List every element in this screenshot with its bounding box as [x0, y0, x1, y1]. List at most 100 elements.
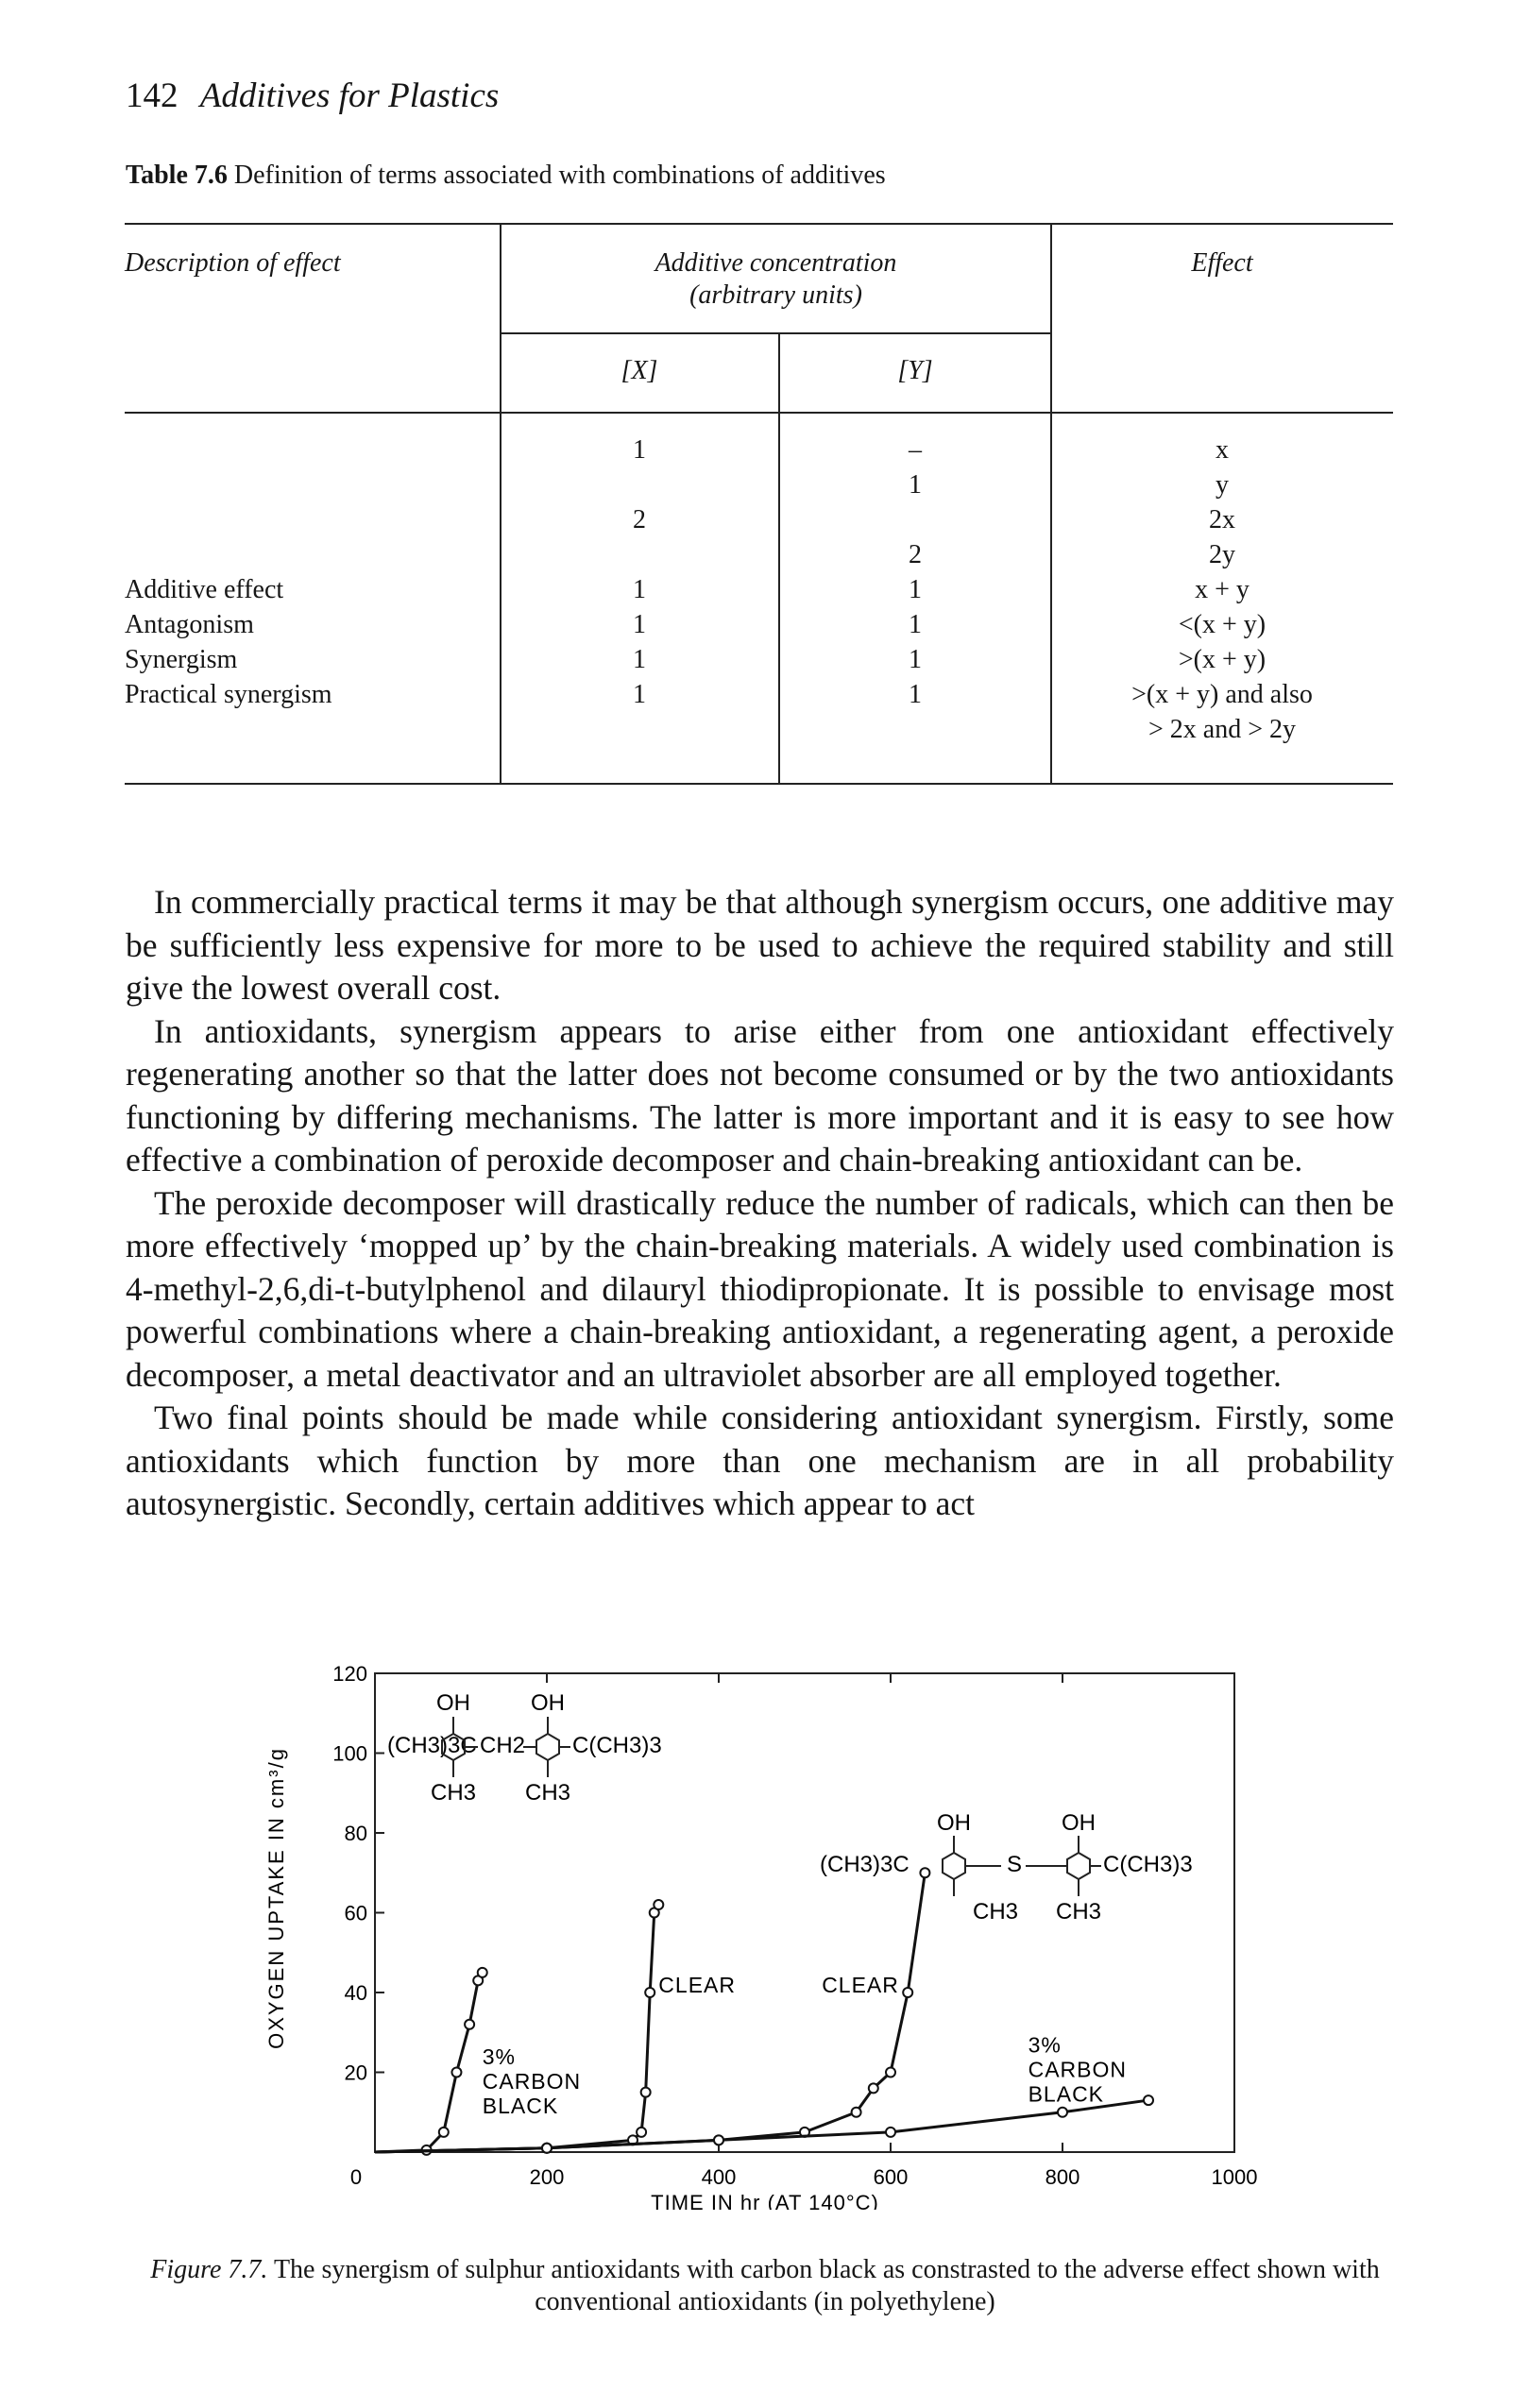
structure1-ch3-left: CH3 — [431, 1780, 476, 1806]
page-number: 142 — [126, 76, 178, 115]
header-effect: Effect — [1191, 248, 1253, 278]
table-cell — [125, 537, 498, 572]
curve-label: 3% — [483, 2044, 516, 2069]
curve-label: CLEAR — [822, 1973, 899, 1997]
x-tick-label: 0 — [350, 2165, 362, 2189]
table-cell — [501, 467, 778, 502]
structure1-bridge: CH2 — [480, 1733, 525, 1758]
paragraph: The peroxide decomposer will drastically… — [126, 1183, 1394, 1394]
x-axis-label: TIME IN hr (AT 140°C) — [651, 2191, 879, 2210]
structure2-left-group: (CH3)3C — [820, 1852, 910, 1877]
structure2-ch3-right: CH3 — [1056, 1899, 1101, 1925]
data-point — [450, 2066, 463, 2078]
definition-table: Description of effect Additive concentra… — [125, 223, 1393, 785]
y-tick-label: 100 — [332, 1742, 367, 1766]
table-cell: 2 — [633, 505, 646, 534]
data-point — [850, 2106, 862, 2118]
x-tick-label: 400 — [702, 2165, 737, 2189]
table-cell: 1 — [633, 575, 646, 604]
curve-label: BLACK — [483, 2094, 558, 2118]
series-line-1 — [374, 1972, 484, 2154]
table-cell: Practical synergism — [125, 680, 332, 709]
y-axis-label: OXYGEN UPTAKE IN cm³/g — [264, 1747, 288, 2049]
table-cell — [501, 712, 778, 747]
structure2-oh-left: OH — [937, 1810, 971, 1836]
table-cell — [779, 712, 1051, 747]
data-point — [636, 2126, 648, 2138]
structure2-ch3-left: CH3 — [973, 1899, 1018, 1925]
data-point — [653, 1899, 665, 1911]
structure1-oh-right: OH — [531, 1690, 565, 1716]
y-tick-label: 80 — [345, 1822, 367, 1845]
benzene-ring-icon — [1066, 1851, 1091, 1881]
table-cell: y — [1216, 470, 1229, 500]
table-rule-bottom — [125, 783, 1393, 785]
figure-caption: Figure 7.7. The synergism of sulphur ant… — [137, 2254, 1393, 2318]
benzene-ring-icon — [536, 1732, 560, 1762]
table-cell: Antagonism — [125, 610, 254, 639]
data-point — [1057, 2106, 1068, 2118]
table-col-divider-2 — [778, 332, 780, 785]
figure-caption-text: The synergism of sulphur antioxidants wi… — [273, 2255, 1380, 2316]
data-point — [902, 1987, 914, 1998]
table-cell: 1 — [909, 575, 922, 604]
structure2-oh-right: OH — [1062, 1810, 1096, 1836]
table-cell — [779, 502, 1051, 537]
header-description: Description of effect — [125, 248, 341, 278]
series-layer — [374, 1867, 1154, 2156]
table-cell: – — [909, 435, 922, 465]
table-cell: Synergism — [125, 645, 238, 674]
table-label: Table 7.6 — [126, 161, 228, 190]
data-point — [644, 1987, 656, 1998]
x-tick-label: 800 — [1046, 2165, 1080, 2189]
paragraph: Two final points should be made while co… — [126, 1399, 1394, 1522]
data-point — [639, 2086, 652, 2098]
structure-thiobisphenol: OH OH (CH3)3C S C(CH3)3 CH3 CH3 — [820, 1810, 1193, 1925]
table-cell: > 2x and > 2y — [1148, 715, 1296, 744]
col-effect: x y 2x 2y x + y <(x + y) >(x + y) >(x + … — [1051, 432, 1393, 747]
structure-methylene-bisphenol: OH OH (CH3)3C CH2 C(CH3)3 CH3 CH3 — [387, 1690, 662, 1806]
col-x: 1 2 1 1 1 1 — [501, 432, 778, 747]
data-point — [476, 1966, 488, 1978]
structure1-ch3-right: CH3 — [525, 1780, 570, 1806]
data-point — [867, 2082, 879, 2094]
structure1-oh-left: OH — [436, 1690, 470, 1716]
structure1-right-group: C(CH3)3 — [572, 1733, 662, 1758]
table-cell — [125, 502, 498, 537]
table-cell: 1 — [633, 645, 646, 674]
data-point — [713, 2134, 724, 2146]
header-x: [X] — [620, 356, 658, 385]
structure2-bridge: S — [1007, 1852, 1022, 1877]
benzene-ring-icon — [942, 1851, 966, 1881]
book-title: Additives for Plastics — [199, 76, 500, 115]
col-y: – 1 2 1 1 1 1 — [779, 432, 1051, 747]
table-cell: x + y — [1195, 575, 1250, 604]
table-cell: >(x + y) — [1178, 645, 1266, 674]
table-cell — [125, 712, 498, 747]
x-tick-label: 200 — [530, 2165, 565, 2189]
curve-label: 3% — [1028, 2032, 1062, 2057]
figure-label: Figure 7.7. — [150, 2255, 268, 2284]
table-cell: 1 — [633, 680, 646, 709]
x-tick-label: 600 — [874, 2165, 909, 2189]
paragraph: In antioxidants, synergism appears to ar… — [126, 1011, 1394, 1179]
table-cell: 1 — [909, 680, 922, 709]
table-rule-header — [125, 412, 1393, 414]
table-caption: Table 7.6 Definition of terms associated… — [126, 161, 886, 191]
table-cell: Additive effect — [125, 575, 284, 604]
running-head: 142 Additives for Plastics — [126, 76, 499, 116]
table-rule-sub — [500, 332, 1051, 334]
data-point — [885, 2126, 896, 2138]
y-tick-label: 20 — [345, 2061, 367, 2085]
table-cell — [125, 432, 498, 467]
paragraph: In commercially practical terms it may b… — [126, 883, 1394, 1007]
table-cell: >(x + y) and also — [1131, 680, 1313, 709]
table-col-divider-3 — [1050, 223, 1052, 785]
structure2-right-group: C(CH3)3 — [1103, 1852, 1193, 1877]
table-cell: <(x + y) — [1178, 610, 1266, 639]
